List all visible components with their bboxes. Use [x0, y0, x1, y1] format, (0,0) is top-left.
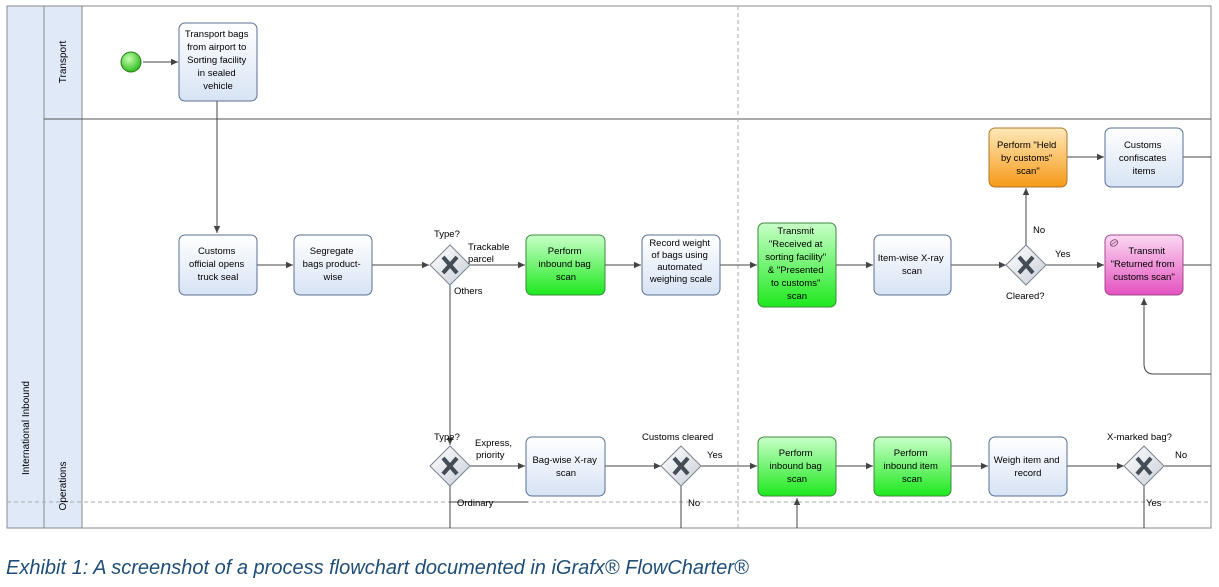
start-event[interactable] [120, 51, 142, 73]
task-customs-confiscates[interactable]: Customs confiscates items [1104, 127, 1184, 188]
gw4-no-label: No [1175, 450, 1187, 461]
task-inbound-bag-scan-2[interactable]: Perform inbound bag scan [757, 436, 837, 497]
lane-header-transport [43, 5, 83, 120]
task-weigh-item[interactable]: Weigh item and record [988, 436, 1068, 497]
pool-header [6, 5, 45, 529]
gateway-cleared[interactable] [1005, 244, 1047, 286]
gw1-others-label: Others [454, 286, 483, 297]
gateway-customs-cleared[interactable] [660, 445, 702, 487]
svg-text:Perform inbound bag: Perform inbound bag scan [770, 448, 825, 485]
pool-label: International Inbound [21, 381, 32, 475]
svg-text:Transmit "Received at: Transmit "Received at sorting facility" … [765, 226, 829, 302]
gw-cleared-question-label: Cleared? [1006, 291, 1045, 302]
gw-cleared-yes-label: Yes [1055, 249, 1071, 260]
svg-text:Customs official opens: Customs official opens truck seal [189, 246, 247, 283]
gw-cleared-no-label: No [1033, 225, 1045, 236]
gw2-ordinary-label: Ordinary [457, 498, 494, 509]
exhibit-caption: Exhibit 1: A screenshot of a process flo… [6, 557, 749, 579]
gateway-x-marked-bag[interactable] [1123, 445, 1165, 487]
gateway-type-2[interactable] [429, 445, 471, 487]
gw3-no-label: No [688, 498, 700, 509]
svg-text:Segregate bags product-: Segregate bags product- wise [303, 246, 364, 283]
svg-text:Record weight of bags us: Record weight of bags using automated we… [649, 238, 713, 285]
svg-text:Weigh item and record: Weigh item and record [994, 455, 1062, 479]
gw4-question-label: X-marked bag? [1107, 432, 1172, 443]
task-transmit-received[interactable]: Transmit "Received at sorting facility" … [757, 222, 837, 308]
gw3-yes-label: Yes [707, 450, 723, 461]
svg-text:Perform "Held by customs: Perform "Held by customs" scan" [997, 140, 1059, 177]
task-bag-xray[interactable]: Bag-wise X-ray scan [525, 436, 606, 497]
svg-text:Transport bags from airp: Transport bags from airport to Sorting f… [185, 29, 251, 92]
gw1-question-label: Type? [434, 229, 460, 240]
task-record-weight[interactable]: Record weight of bags using automated we… [641, 234, 721, 296]
lane-header-operations [43, 118, 83, 529]
task-inbound-bag-scan-1[interactable]: Perform inbound bag scan [525, 234, 606, 296]
connectors [143, 58, 1211, 528]
task-transmit-returned[interactable]: Transmit "Returned from customs scan" [1104, 234, 1184, 296]
task-inbound-item-scan[interactable]: Perform inbound item scan [873, 436, 952, 497]
svg-text:Item-wise X-ray scan: Item-wise X-ray scan [878, 253, 947, 277]
attachment-icon [1109, 239, 1119, 247]
svg-text:Customs confiscates: Customs confiscates items [1119, 140, 1169, 177]
gw2-question-label: Type? [434, 432, 460, 443]
svg-text:Transmit "Returned from: Transmit "Returned from customs scan" [1111, 246, 1178, 283]
svg-text:Perform inbound item: Perform inbound item scan [883, 448, 940, 485]
lane-label-transport: Transport [58, 41, 69, 84]
gw4-yes-label: Yes [1146, 498, 1162, 509]
lane-label-operations: Operations [58, 462, 69, 511]
svg-text:Perform inbound bag: Perform inbound bag scan [539, 246, 594, 283]
process-flowchart: International Inbound Transport Operatio… [6, 5, 1212, 529]
gw3-question-label: Customs cleared [642, 432, 713, 443]
gw2-express-label: Express, priority [475, 438, 515, 461]
task-held-by-customs[interactable]: Perform "Held by customs" scan" [988, 127, 1068, 188]
svg-text:Bag-wise X-ray scan: Bag-wise X-ray scan [532, 455, 599, 479]
task-segregate-bags[interactable]: Segregate bags product- wise [293, 234, 373, 296]
task-customs-opens-seal[interactable]: Customs official opens truck seal [178, 234, 258, 296]
gateway-type-1[interactable] [429, 244, 471, 286]
task-transport-bags[interactable]: Transport bags from airport to Sorting f… [178, 22, 258, 102]
task-item-xray[interactable]: Item-wise X-ray scan [873, 234, 952, 296]
gw1-trackable-label: Trackable parcel [468, 242, 512, 265]
